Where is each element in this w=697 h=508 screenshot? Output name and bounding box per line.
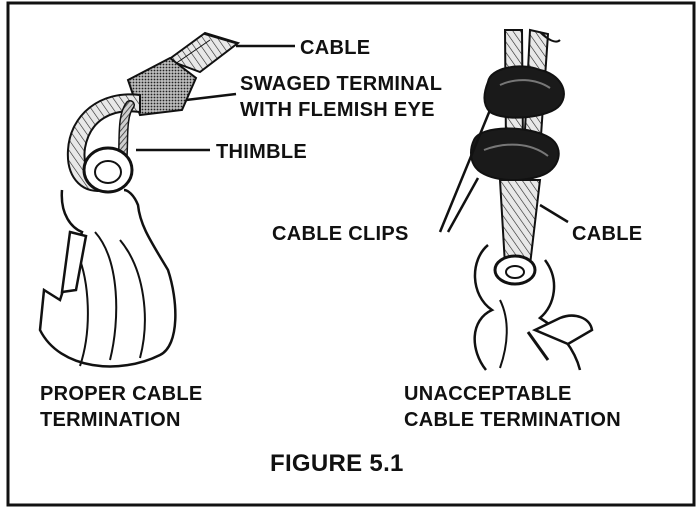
label-swaged-line2: WITH FLEMISH EYE xyxy=(240,98,435,122)
label-cable-clips: CABLE CLIPS xyxy=(272,222,409,246)
caption-proper-line1: PROPER CABLE xyxy=(40,382,203,406)
cable-clip-upper xyxy=(485,66,564,117)
swaged-leader xyxy=(186,94,236,100)
label-right-cable: CABLE xyxy=(572,222,642,246)
caption-unacceptable-line1: UNACCEPTABLE xyxy=(404,382,572,406)
unacceptable-termination-drawing xyxy=(471,30,592,370)
left-shackle-pin xyxy=(62,232,86,292)
right-cable-leader xyxy=(540,205,568,222)
clips-leader-lower xyxy=(448,178,478,232)
label-swaged-line1: SWAGED TERMINAL xyxy=(240,72,442,96)
caption-proper-line2: TERMINATION xyxy=(40,408,181,432)
label-thimble: THIMBLE xyxy=(216,140,307,164)
caption-unacceptable-line2: CABLE TERMINATION xyxy=(404,408,621,432)
left-shackle-body xyxy=(40,190,175,366)
label-left-cable: CABLE xyxy=(300,36,370,60)
proper-termination-drawing xyxy=(40,33,238,366)
figure-title: FIGURE 5.1 xyxy=(270,450,404,478)
